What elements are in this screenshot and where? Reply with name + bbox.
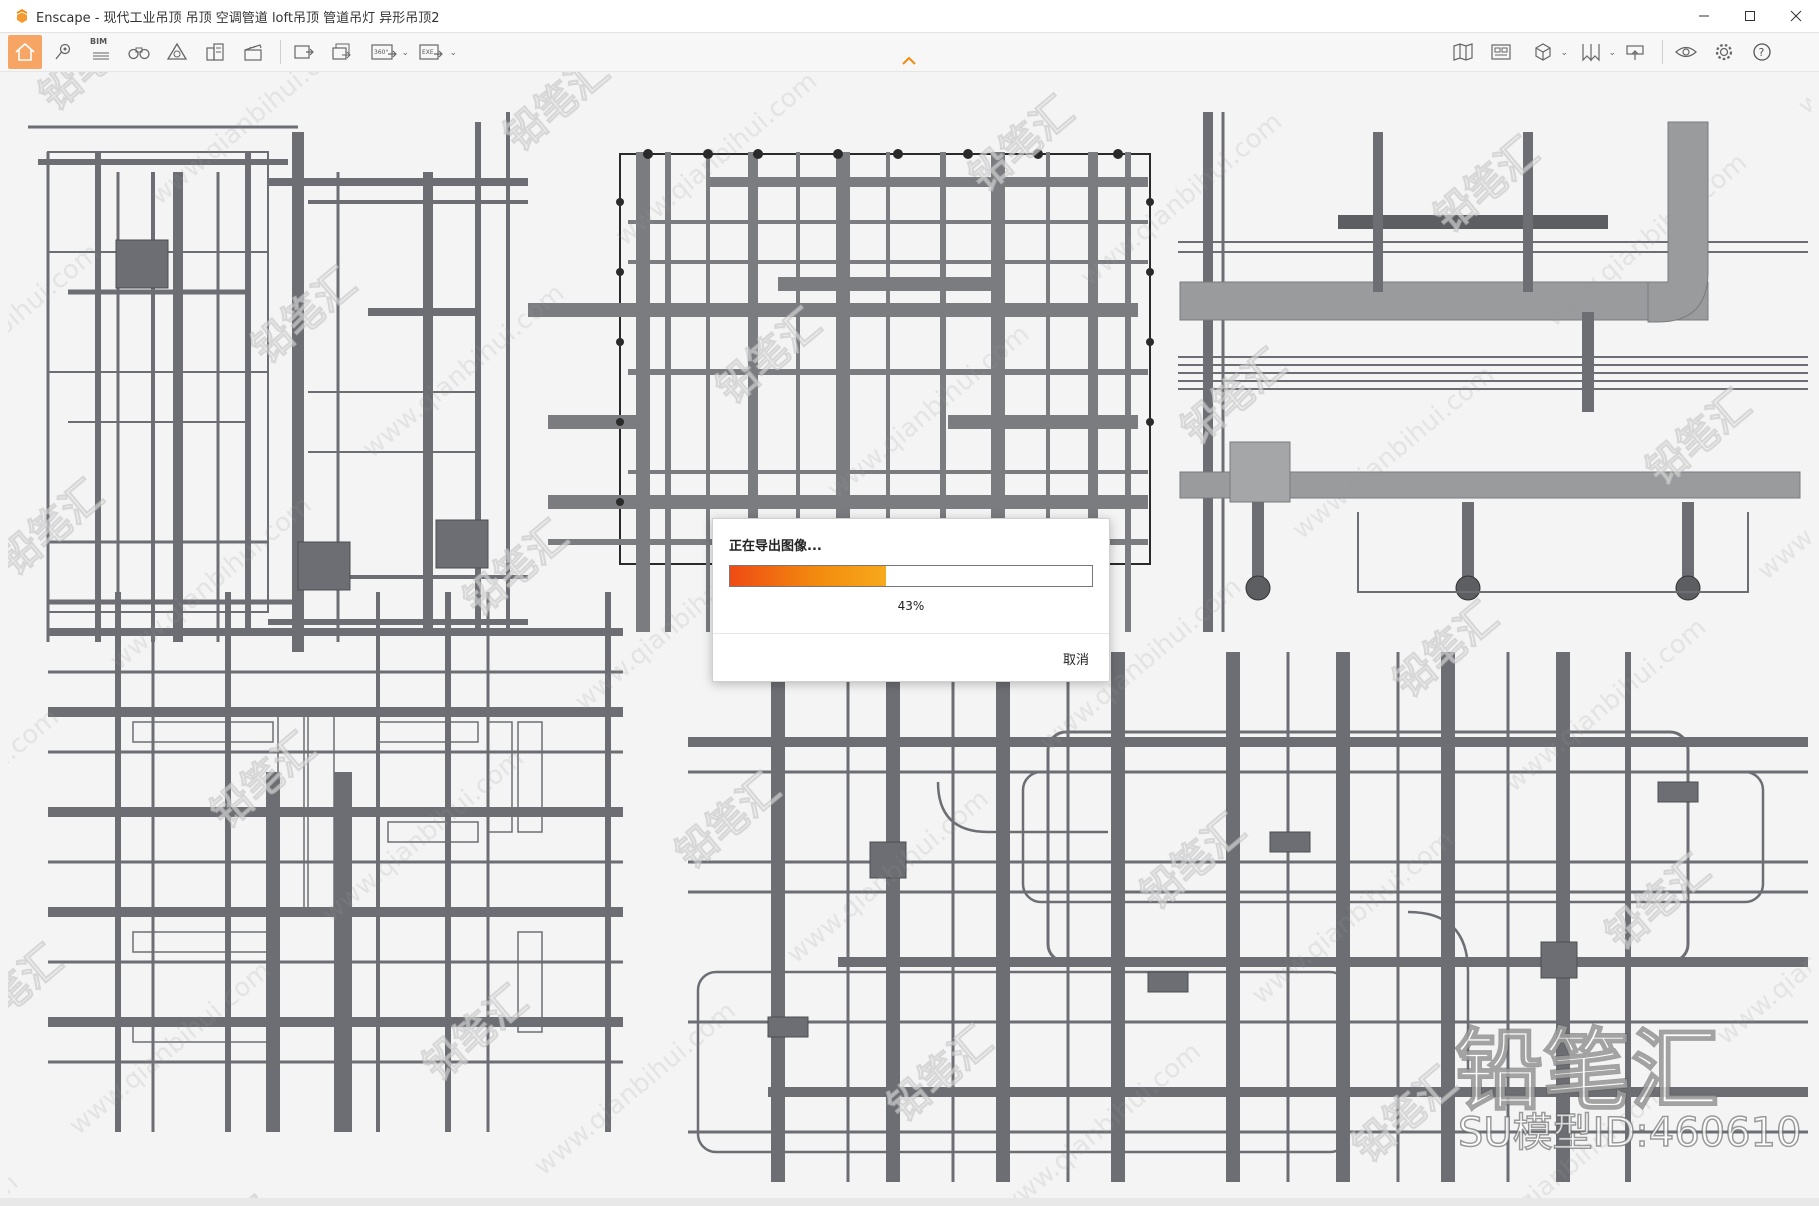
- eye-icon[interactable]: [1669, 35, 1703, 69]
- map-icon[interactable]: [1446, 35, 1480, 69]
- enscape-toolbar: BIM 360° ⌄ EXE ⌄: [0, 33, 1819, 72]
- buildings-icon[interactable]: [198, 35, 232, 69]
- bottom-status-strip: [0, 1198, 1819, 1206]
- toolbar-divider: [280, 40, 281, 64]
- bookmark-icon[interactable]: ⌄: [1570, 35, 1616, 69]
- toolbar-left-group: BIM 360° ⌄ EXE ⌄: [8, 33, 459, 71]
- settings-gear-icon[interactable]: [1707, 35, 1741, 69]
- maximize-icon[interactable]: [1727, 0, 1773, 32]
- ceiling-pipes-render: 铅笔汇 www.qianbihui.com: [8, 72, 1811, 1198]
- bim-label: BIM: [90, 37, 108, 46]
- dialog-title: 正在导出图像...: [729, 539, 822, 554]
- dialog-divider: [713, 633, 1109, 634]
- title-bar: Enscape - 现代工业吊顶 吊顶 空调管道 loft吊顶 管道吊灯 异形吊…: [0, 0, 1819, 33]
- upload-icon[interactable]: [1618, 35, 1652, 69]
- binoculars-icon[interactable]: [122, 35, 156, 69]
- cube-icon[interactable]: ⌄: [1522, 35, 1568, 69]
- screenshot-export-icon[interactable]: [287, 35, 321, 69]
- exe-label: EXE: [422, 49, 434, 56]
- progress-bar: [729, 565, 1093, 587]
- window-title: Enscape - 现代工业吊顶 吊顶 空调管道 loft吊顶 管道吊灯 异形吊…: [36, 10, 440, 26]
- svg-text:?: ?: [1759, 46, 1765, 59]
- enscape-logo-icon: [17, 9, 27, 23]
- bim-list-icon[interactable]: BIM: [84, 35, 118, 69]
- cancel-button[interactable]: 取消: [1063, 649, 1089, 668]
- chevron-down-icon[interactable]: ⌄: [1560, 48, 1568, 58]
- location-pin-icon[interactable]: [46, 35, 80, 69]
- batch-export-icon[interactable]: [325, 35, 359, 69]
- watermark-model-id: SU模型ID:460610: [1457, 1109, 1802, 1157]
- chevron-down-icon[interactable]: ⌄: [449, 48, 457, 58]
- home-icon[interactable]: [8, 35, 42, 69]
- chevron-down-icon[interactable]: ⌄: [401, 48, 409, 58]
- chevron-down-icon[interactable]: ⌄: [1608, 48, 1616, 58]
- asset-library-icon[interactable]: [1484, 35, 1518, 69]
- toolbar-divider: [1662, 40, 1663, 64]
- export-progress-dialog: 正在导出图像... 43% 取消: [712, 518, 1110, 682]
- panorama-label: 360°: [374, 49, 388, 56]
- window-controls: [1681, 0, 1819, 32]
- help-icon[interactable]: ?: [1745, 35, 1779, 69]
- progress-percentage: 43%: [897, 599, 925, 613]
- close-icon[interactable]: [1773, 0, 1819, 32]
- collapse-toolbar-icon[interactable]: [902, 56, 916, 66]
- progress-fill: [730, 566, 886, 586]
- toolbar-right-group: ⌄ ⌄ ?: [1446, 33, 1783, 71]
- clapperboard-icon[interactable]: [236, 35, 270, 69]
- panorama-360-icon[interactable]: 360° ⌄: [363, 35, 409, 69]
- watermark-brand: 铅笔汇: [1454, 1018, 1720, 1123]
- exe-export-icon[interactable]: EXE ⌄: [411, 35, 457, 69]
- minimize-icon[interactable]: [1681, 0, 1727, 32]
- perspective-icon[interactable]: [160, 35, 194, 69]
